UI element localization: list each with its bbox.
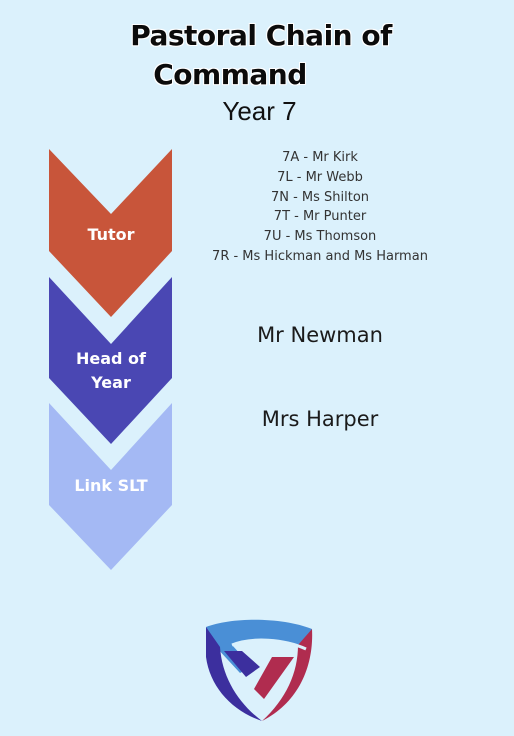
school-shield-icon: [206, 619, 313, 721]
logo-crimson-swoosh: [254, 629, 313, 721]
head-of-year-chevron: [49, 277, 172, 444]
tutor-item: 7R - Ms Hickman and Ms Harman: [212, 248, 428, 264]
tutor-chevron: [49, 149, 172, 317]
tutor-item: 7T - Mr Punter: [273, 209, 367, 225]
tutor-item: 7N - Ms Shilton: [270, 189, 370, 205]
head-of-year-label: Head of Year: [49, 347, 173, 395]
link-slt-name: Mrs Harper: [261, 407, 379, 431]
logo-highlight: [231, 638, 307, 651]
link-slt-chevron: [49, 403, 172, 570]
tutor-item: 7L - Mr Webb: [277, 169, 363, 185]
tutor-item: 7A - Mr Kirk: [282, 150, 358, 165]
tutor-item: 7U - Ms Thomson: [263, 229, 377, 245]
head-of-year-label-line2: Year: [91, 373, 131, 392]
head-of-year-name: Mr Newman: [257, 323, 383, 347]
title-line-2: Command: [153, 58, 307, 91]
tutor-label: Tutor: [87, 225, 135, 244]
link-slt-label: Link SLT: [74, 476, 148, 495]
head-of-year-label-line1: Head of: [75, 349, 146, 368]
tutor-list: 7A - Mr Kirk 7L - Mr Webb 7N - Ms Shilto…: [190, 148, 450, 267]
year-subtitle: Year 7: [222, 96, 297, 126]
title-line-1: Pastoral Chain of: [130, 19, 392, 52]
logo-indigo-swoosh: [206, 627, 262, 721]
